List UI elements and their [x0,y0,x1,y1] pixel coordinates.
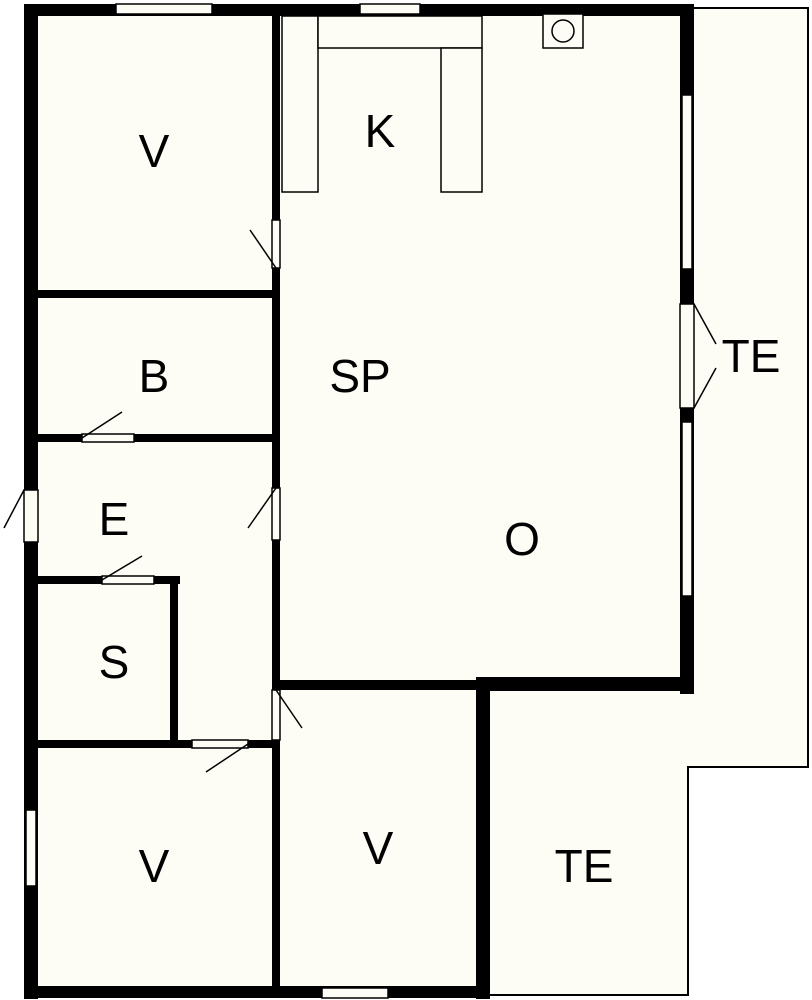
window-icon [681,421,693,597]
window-icon [359,3,421,15]
kitchen-fixtures [281,13,584,193]
door-swing-icon [101,555,143,581]
room-label-bedroom-bottom-mid: V [363,822,394,874]
room-label-bedroom-bottom-left: V [139,840,170,892]
door-swing-icon [247,487,277,529]
kitchen-counter-icon [440,47,483,193]
room-label-living: O [504,513,540,565]
room-label-sauna: S [99,636,130,688]
door-swing-icon [693,303,717,345]
kitchen-counter-icon [317,15,483,49]
room-label-terrace-right: TE [722,330,781,382]
room-label-dining: SP [329,350,390,402]
door-swing-icon [275,689,303,729]
window-icon [681,94,693,270]
windows [25,3,693,999]
window-icon [321,987,389,999]
room-label-terrace-bottom: TE [555,840,614,892]
room-label-entrance: E [99,493,130,545]
room-labels: V K B SP TE E O S V V TE [99,105,781,892]
room-label-bathroom: B [139,350,170,402]
door-swing-icon [3,489,25,529]
room-label-bedroom-top: V [139,125,170,177]
doors [3,219,717,773]
window-icon [115,3,213,15]
window-icon [25,809,37,887]
stove-icon [542,13,584,49]
door-swing-icon [693,367,717,409]
door-swing-icon [81,411,123,439]
room-label-kitchen: K [365,105,396,157]
door-swing-icon [205,743,249,773]
door-swing-icon [249,229,277,269]
kitchen-counter-icon [281,15,319,193]
interior-walls [36,14,482,996]
